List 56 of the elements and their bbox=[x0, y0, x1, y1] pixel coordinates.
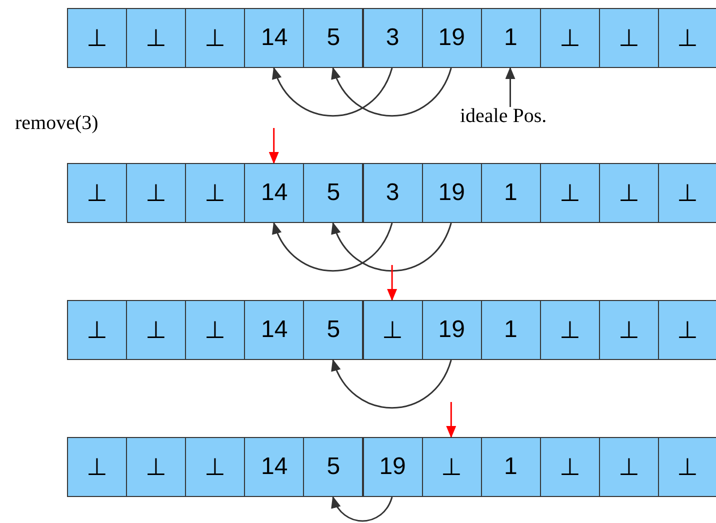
array-cell: 14 bbox=[244, 300, 304, 360]
array-cell: ⊥ bbox=[126, 437, 186, 497]
arrow bbox=[273, 222, 393, 272]
array-cell: ⊥ bbox=[126, 300, 186, 360]
array-cell: ⊥ bbox=[67, 300, 128, 360]
array-cell: ⊥ bbox=[540, 163, 600, 223]
arrow bbox=[332, 359, 452, 409]
array-cell: ⊥ bbox=[598, 163, 659, 223]
array-cell: ⊥ bbox=[185, 8, 246, 68]
array-cell: 14 bbox=[244, 163, 304, 223]
array-cell: ⊥ bbox=[362, 300, 423, 360]
array-cell: ⊥ bbox=[598, 437, 659, 497]
array-cell: ⊥ bbox=[540, 437, 600, 497]
array-cell: ⊥ bbox=[126, 163, 186, 223]
array-cell: ⊥ bbox=[185, 300, 246, 360]
array-cell: 5 bbox=[303, 437, 364, 497]
array-cell: 5 bbox=[303, 163, 364, 223]
array-cell: ⊥ bbox=[126, 8, 186, 68]
array-cell: 14 bbox=[244, 8, 304, 68]
array-cell: ⊥ bbox=[67, 163, 128, 223]
arrow bbox=[273, 67, 393, 117]
operation-label: remove(3) bbox=[15, 112, 98, 135]
array-cell: 3 bbox=[362, 163, 423, 223]
arrow bbox=[268, 128, 279, 164]
arrow bbox=[387, 265, 398, 301]
array-cell: ⊥ bbox=[658, 300, 716, 360]
array-cell: ⊥ bbox=[540, 300, 600, 360]
annotation-text: ideale Pos. bbox=[460, 105, 547, 128]
array-cell: 1 bbox=[480, 300, 541, 360]
arrow bbox=[332, 222, 452, 272]
array-cell: ⊥ bbox=[67, 8, 128, 68]
array-cell: ⊥ bbox=[598, 8, 659, 68]
arrow bbox=[446, 402, 456, 438]
array-cell: ⊥ bbox=[185, 437, 246, 497]
array-cell: 19 bbox=[422, 8, 482, 68]
array-cell: ⊥ bbox=[540, 8, 600, 68]
array-cell: 5 bbox=[303, 300, 364, 360]
array-cell: ⊥ bbox=[658, 163, 716, 223]
array-cell: 1 bbox=[480, 8, 541, 68]
arrow bbox=[332, 496, 393, 522]
array-cell: 1 bbox=[480, 163, 541, 223]
array-cell: ⊥ bbox=[67, 437, 128, 497]
array-cell: 19 bbox=[422, 163, 482, 223]
arrow bbox=[332, 67, 452, 117]
array-cell: 5 bbox=[303, 8, 364, 68]
array-cell: 19 bbox=[422, 300, 482, 360]
leader-arrow bbox=[505, 67, 516, 107]
array-cell: ⊥ bbox=[422, 437, 482, 497]
array-cell: ⊥ bbox=[658, 437, 716, 497]
array-cell: ⊥ bbox=[185, 163, 246, 223]
array-cell: 14 bbox=[244, 437, 304, 497]
array-cell: 3 bbox=[362, 8, 423, 68]
array-cell: ⊥ bbox=[598, 300, 659, 360]
array-cell: ⊥ bbox=[658, 8, 716, 68]
array-cell: 19 bbox=[362, 437, 423, 497]
array-cell: 1 bbox=[480, 437, 541, 497]
